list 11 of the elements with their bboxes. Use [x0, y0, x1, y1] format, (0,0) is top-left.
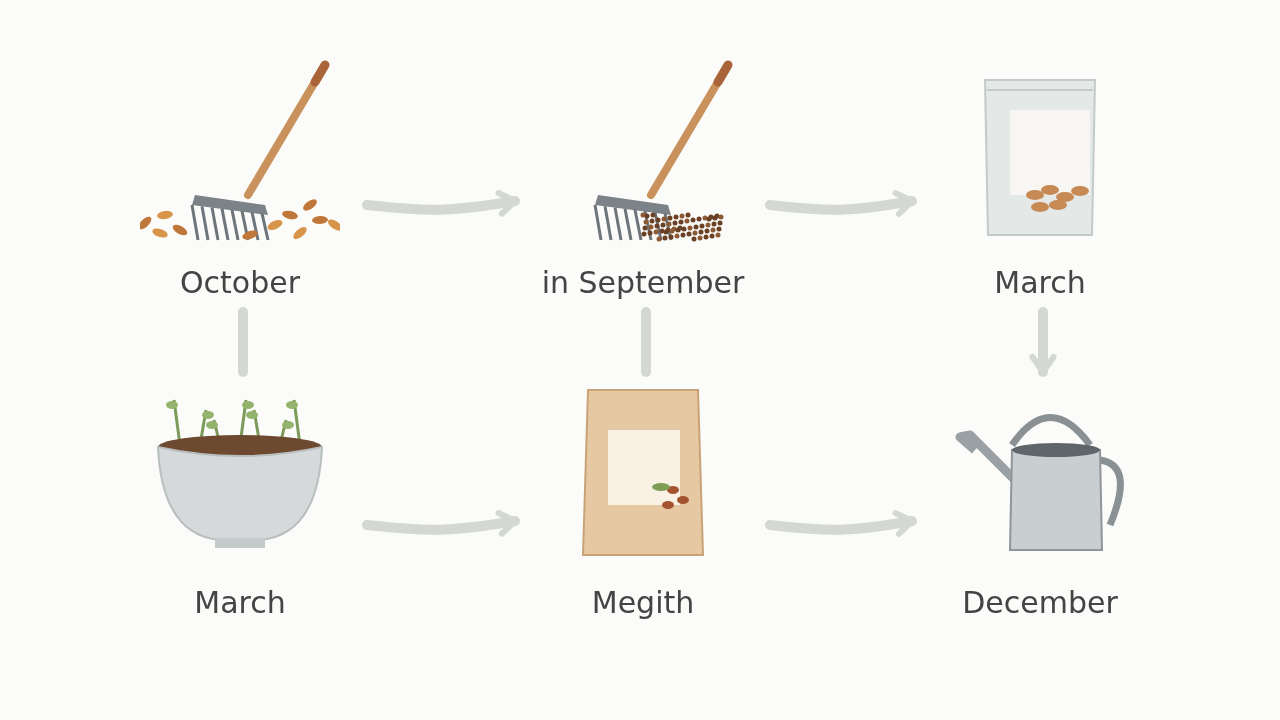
arrow: [765, 190, 917, 217]
arrow: [1029, 307, 1057, 377]
month-label: March: [193, 584, 287, 622]
month-label: in September: [540, 264, 746, 302]
arrow: [362, 190, 520, 217]
month-label: December: [961, 584, 1119, 622]
month-label: Megith: [590, 584, 696, 622]
month-label: October: [178, 264, 302, 302]
arrow: [765, 510, 917, 537]
arrow: [362, 510, 520, 537]
month-label: March: [993, 264, 1087, 302]
